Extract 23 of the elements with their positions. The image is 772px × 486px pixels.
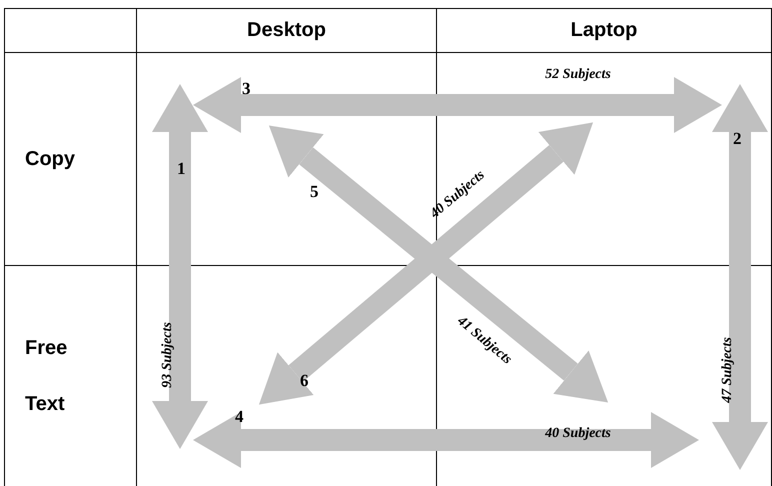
header-cell — [436, 8, 772, 52]
block-arrow — [152, 84, 208, 449]
arrow-number: 6 — [300, 372, 308, 389]
header-text: Free Text — [25, 336, 68, 417]
header-cell — [4, 265, 136, 486]
block-arrow — [712, 84, 768, 470]
table-cell — [436, 265, 772, 486]
header-cell — [4, 52, 136, 265]
arrow-number: 2 — [733, 130, 742, 147]
arrow-number: 1 — [177, 160, 186, 177]
edge-label: 40 Subjects — [545, 427, 611, 441]
header-text: Copy — [25, 148, 75, 170]
block-arrow — [193, 412, 699, 468]
arrow-number: 5 — [310, 183, 318, 200]
header-text: Laptop — [570, 19, 638, 42]
block-arrow — [193, 77, 722, 133]
arrow-number: 4 — [235, 408, 244, 425]
header-text: Desktop — [247, 19, 326, 42]
edge-label: 93 Subjects — [161, 322, 175, 388]
arrow-number: 3 — [242, 80, 250, 97]
edge-label: 47 Subjects — [721, 337, 735, 403]
header-cell — [136, 8, 436, 52]
edge-label: 52 Subjects — [545, 68, 611, 82]
